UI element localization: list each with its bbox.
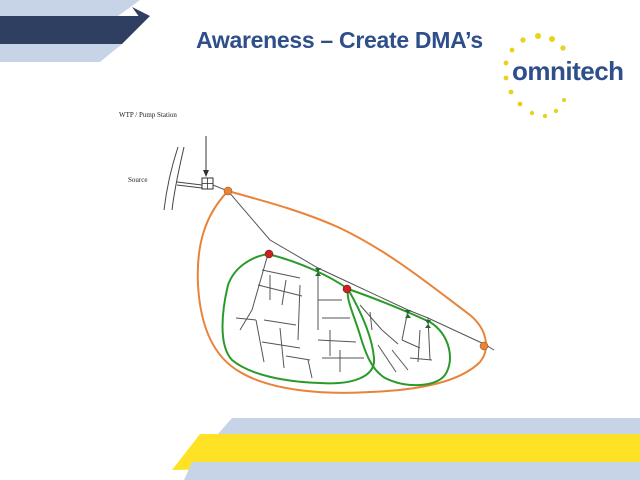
logo-dot xyxy=(517,101,523,107)
pipe xyxy=(281,279,287,306)
intake-pipe xyxy=(176,181,203,186)
dma-1-pipes xyxy=(235,253,364,379)
logo-dot xyxy=(549,36,555,42)
pipe xyxy=(257,284,303,297)
flow-meter-1 xyxy=(315,268,321,276)
outer-meter-node-inlet xyxy=(223,186,233,196)
pipe xyxy=(401,339,421,349)
pipe xyxy=(401,309,409,341)
logo-dot xyxy=(553,108,559,114)
logo-dot xyxy=(503,75,509,81)
pipe xyxy=(307,359,313,379)
flow-meter-icon xyxy=(315,272,321,276)
pipe xyxy=(409,357,433,361)
pipe xyxy=(285,355,311,361)
pipe xyxy=(263,319,297,326)
intake-pipe-2 xyxy=(176,184,203,189)
flow-meter-icon xyxy=(405,314,411,318)
logo-dot xyxy=(520,37,526,43)
pipe xyxy=(381,329,399,345)
logo-dot xyxy=(560,45,566,51)
pipe xyxy=(261,269,301,279)
wtp-arrow-head xyxy=(203,170,209,177)
bottom-lightblue-band-lower xyxy=(184,462,640,480)
pipe xyxy=(297,284,301,341)
top-navy-tip xyxy=(132,7,150,18)
flow-meter-icon xyxy=(425,324,431,328)
main-trunk-pipe xyxy=(212,184,495,351)
flow-meter-icon xyxy=(405,310,411,314)
dma-2-inlet-node xyxy=(342,284,352,294)
pipe xyxy=(417,329,421,363)
pipe xyxy=(251,253,269,311)
outer-boundary xyxy=(196,189,487,394)
top-navy-band xyxy=(0,16,150,44)
source-river-bank-right xyxy=(171,146,185,211)
wtp-label: WTP / Pump Station xyxy=(119,111,177,119)
flow-meter-icon xyxy=(425,320,431,324)
logo-dot xyxy=(535,33,541,39)
logo-dot xyxy=(542,113,548,119)
pipe xyxy=(261,341,301,349)
flow-meter-3 xyxy=(425,320,431,328)
dma-2-boundary xyxy=(346,287,451,387)
dma-1-inlet-node xyxy=(264,249,274,259)
logo-dot xyxy=(509,47,515,53)
slide-title: Awareness – Create DMA’s xyxy=(196,27,483,53)
pipe xyxy=(279,327,285,369)
logo-dot xyxy=(529,110,535,116)
pipe xyxy=(239,309,253,331)
source-label: Source xyxy=(128,176,148,184)
dma-2-pipes xyxy=(359,304,433,373)
pipe xyxy=(377,344,397,373)
pipe xyxy=(317,339,357,343)
pipe xyxy=(427,317,431,361)
bottom-yellow-band xyxy=(172,434,640,470)
flow-meter-icon xyxy=(315,268,321,272)
pipe xyxy=(391,349,409,371)
logo-dot xyxy=(508,89,514,95)
pipe xyxy=(255,319,265,363)
logo-dot xyxy=(503,60,509,66)
logo-wordmark: omnitech xyxy=(512,56,624,86)
source-river-bank-left xyxy=(163,146,179,211)
top-lightblue-band xyxy=(0,0,140,16)
top-lightblue-band-lower xyxy=(0,44,122,62)
bottom-lightblue-band xyxy=(218,418,640,434)
outer-meter-node-outlet xyxy=(479,341,489,351)
flow-meter-2 xyxy=(405,310,411,318)
pipe xyxy=(369,311,373,331)
pipe xyxy=(235,317,257,321)
logo-dot xyxy=(562,98,566,102)
